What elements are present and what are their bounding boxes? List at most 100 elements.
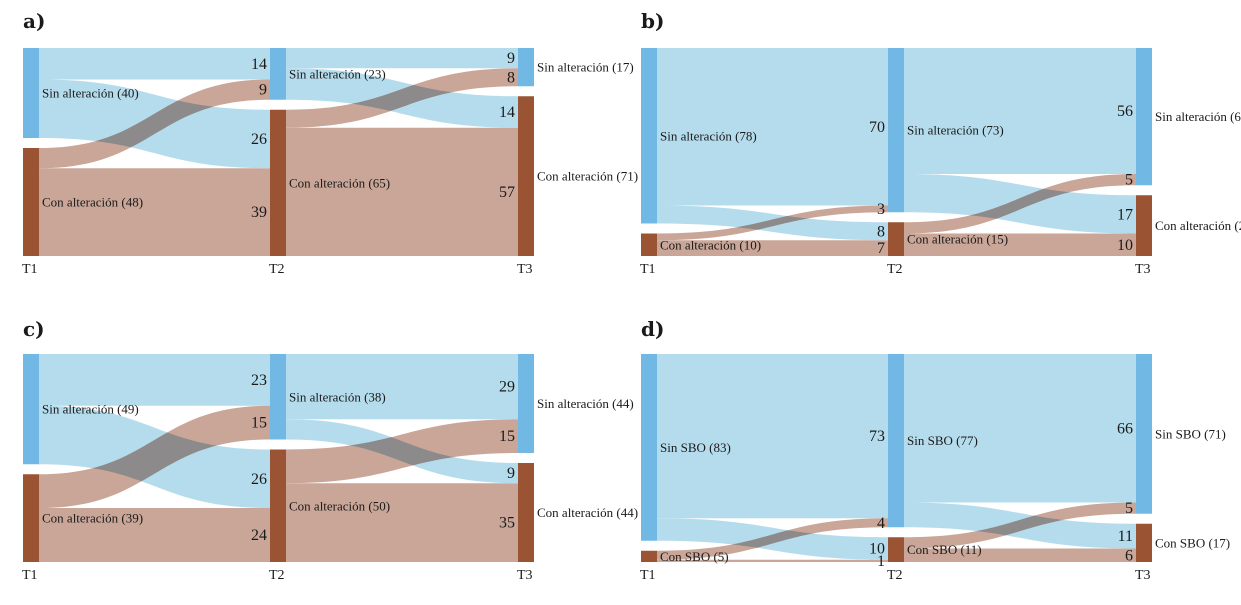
node-label: Sin alteración (78) [660, 128, 757, 143]
node-label: Sin alteración (44) [537, 396, 634, 411]
stage-label: T2 [269, 262, 285, 277]
flow-sin-to-sin [39, 354, 270, 406]
flow-value-label: 14 [251, 56, 267, 73]
flow-value-label: 8 [877, 223, 885, 240]
node-label: Con alteración (71) [537, 169, 638, 184]
node-sin [270, 48, 286, 100]
flow-con-to-con [286, 483, 518, 562]
node-label: Con alteración (27) [1155, 218, 1241, 233]
node-label: Con SBO (5) [660, 549, 729, 564]
flow-group: 73 4 101 [657, 354, 888, 570]
node-label: Sin SBO (71) [1155, 426, 1226, 441]
node-label: Con alteración (65) [289, 175, 390, 190]
node-label: Sin SBO (77) [907, 433, 978, 448]
flow-value-label: 9 [507, 50, 515, 67]
flow-value-label: 1 [877, 553, 885, 570]
flow-value-label: 70 [869, 119, 885, 136]
flow-value-label: 4 [877, 515, 885, 532]
flow-sin-to-sin [286, 354, 518, 420]
flow-value-label: 15 [499, 428, 515, 445]
flow-value-label: 11 [1118, 528, 1133, 545]
flow-value-label: 6 [1125, 547, 1133, 564]
node-con [518, 463, 534, 562]
flow-value-label: 73 [869, 428, 885, 445]
node-sin [518, 48, 534, 87]
flow-sin-to-sin [657, 354, 888, 519]
flow-value-label: 5 [1125, 172, 1133, 189]
flow-sin-to-sin [657, 48, 888, 206]
flow-con-to-con [904, 233, 1136, 256]
node-con [1136, 523, 1152, 562]
node-label: Con alteración (10) [660, 237, 761, 252]
node-con [23, 474, 39, 562]
stage-label: T3 [517, 568, 533, 583]
node-label: Con alteración (50) [289, 498, 390, 513]
stage-label: T1 [640, 568, 656, 583]
stage-label: T2 [887, 568, 903, 583]
stage-label: T3 [1135, 568, 1151, 583]
node-con [270, 109, 286, 256]
flow-value-label: 29 [499, 379, 515, 396]
flow-con-to-con [286, 127, 518, 256]
flow-value-label: 35 [499, 515, 515, 532]
flow-group: 23 15 26 24 [39, 354, 270, 562]
node-label: Sin alteración (17) [537, 60, 634, 75]
flow-con-to-con [904, 548, 1136, 562]
flow-value-label: 23 [251, 372, 267, 389]
stage-label: T2 [887, 262, 903, 277]
node-label: Sin alteración (23) [289, 66, 386, 81]
flow-value-label: 3 [877, 201, 885, 218]
node-con [888, 537, 904, 562]
node-con [641, 233, 657, 256]
flow-value-label: 57 [499, 184, 515, 201]
node-label: Sin alteración (49) [42, 402, 139, 417]
flow-group: 9 8 14 57 [286, 48, 518, 256]
flow-value-label: 17 [1117, 206, 1133, 223]
node-sin [1136, 354, 1152, 514]
flow-value-label: 26 [251, 471, 267, 488]
flow-value-label: 10 [1117, 237, 1133, 254]
flow-value-label: 14 [499, 104, 515, 121]
flow-value-label: 15 [251, 415, 267, 432]
node-sin [888, 354, 904, 528]
flow-sin-to-sin [904, 48, 1136, 174]
node-label: Con SBO (17) [1155, 535, 1230, 550]
node-con [1136, 195, 1152, 256]
node-label: Con SBO (11) [907, 542, 982, 557]
node-sin [888, 48, 904, 213]
node-label: Con alteración (44) [537, 505, 638, 520]
node-sin [23, 48, 39, 138]
flow-sin-to-sin [904, 354, 1136, 503]
flow-value-label: 8 [507, 69, 515, 86]
node-sin [518, 354, 534, 453]
flow-con-to-con [657, 559, 888, 562]
node-con [270, 449, 286, 562]
flow-sin-to-sin [39, 48, 270, 80]
node-label: Con alteración (15) [907, 232, 1008, 247]
panel-label: a) [23, 9, 45, 33]
flow-con-to-con [39, 168, 270, 256]
stage-label: T2 [269, 568, 285, 583]
node-label: Sin alteración (73) [907, 123, 1004, 138]
node-con [23, 148, 39, 256]
flow-value-label: 9 [259, 82, 267, 99]
flow-value-label: 10 [869, 541, 885, 558]
panel-label: b) [641, 9, 664, 33]
flow-value-label: 24 [251, 527, 267, 544]
flow-value-label: 26 [251, 131, 267, 148]
flow-value-label: 66 [1117, 420, 1133, 437]
node-sin [1136, 48, 1152, 186]
node-label: Sin SBO (83) [660, 440, 731, 455]
flow-sin-to-sin [286, 48, 518, 69]
stage-label: T1 [22, 262, 38, 277]
node-sin [270, 354, 286, 440]
